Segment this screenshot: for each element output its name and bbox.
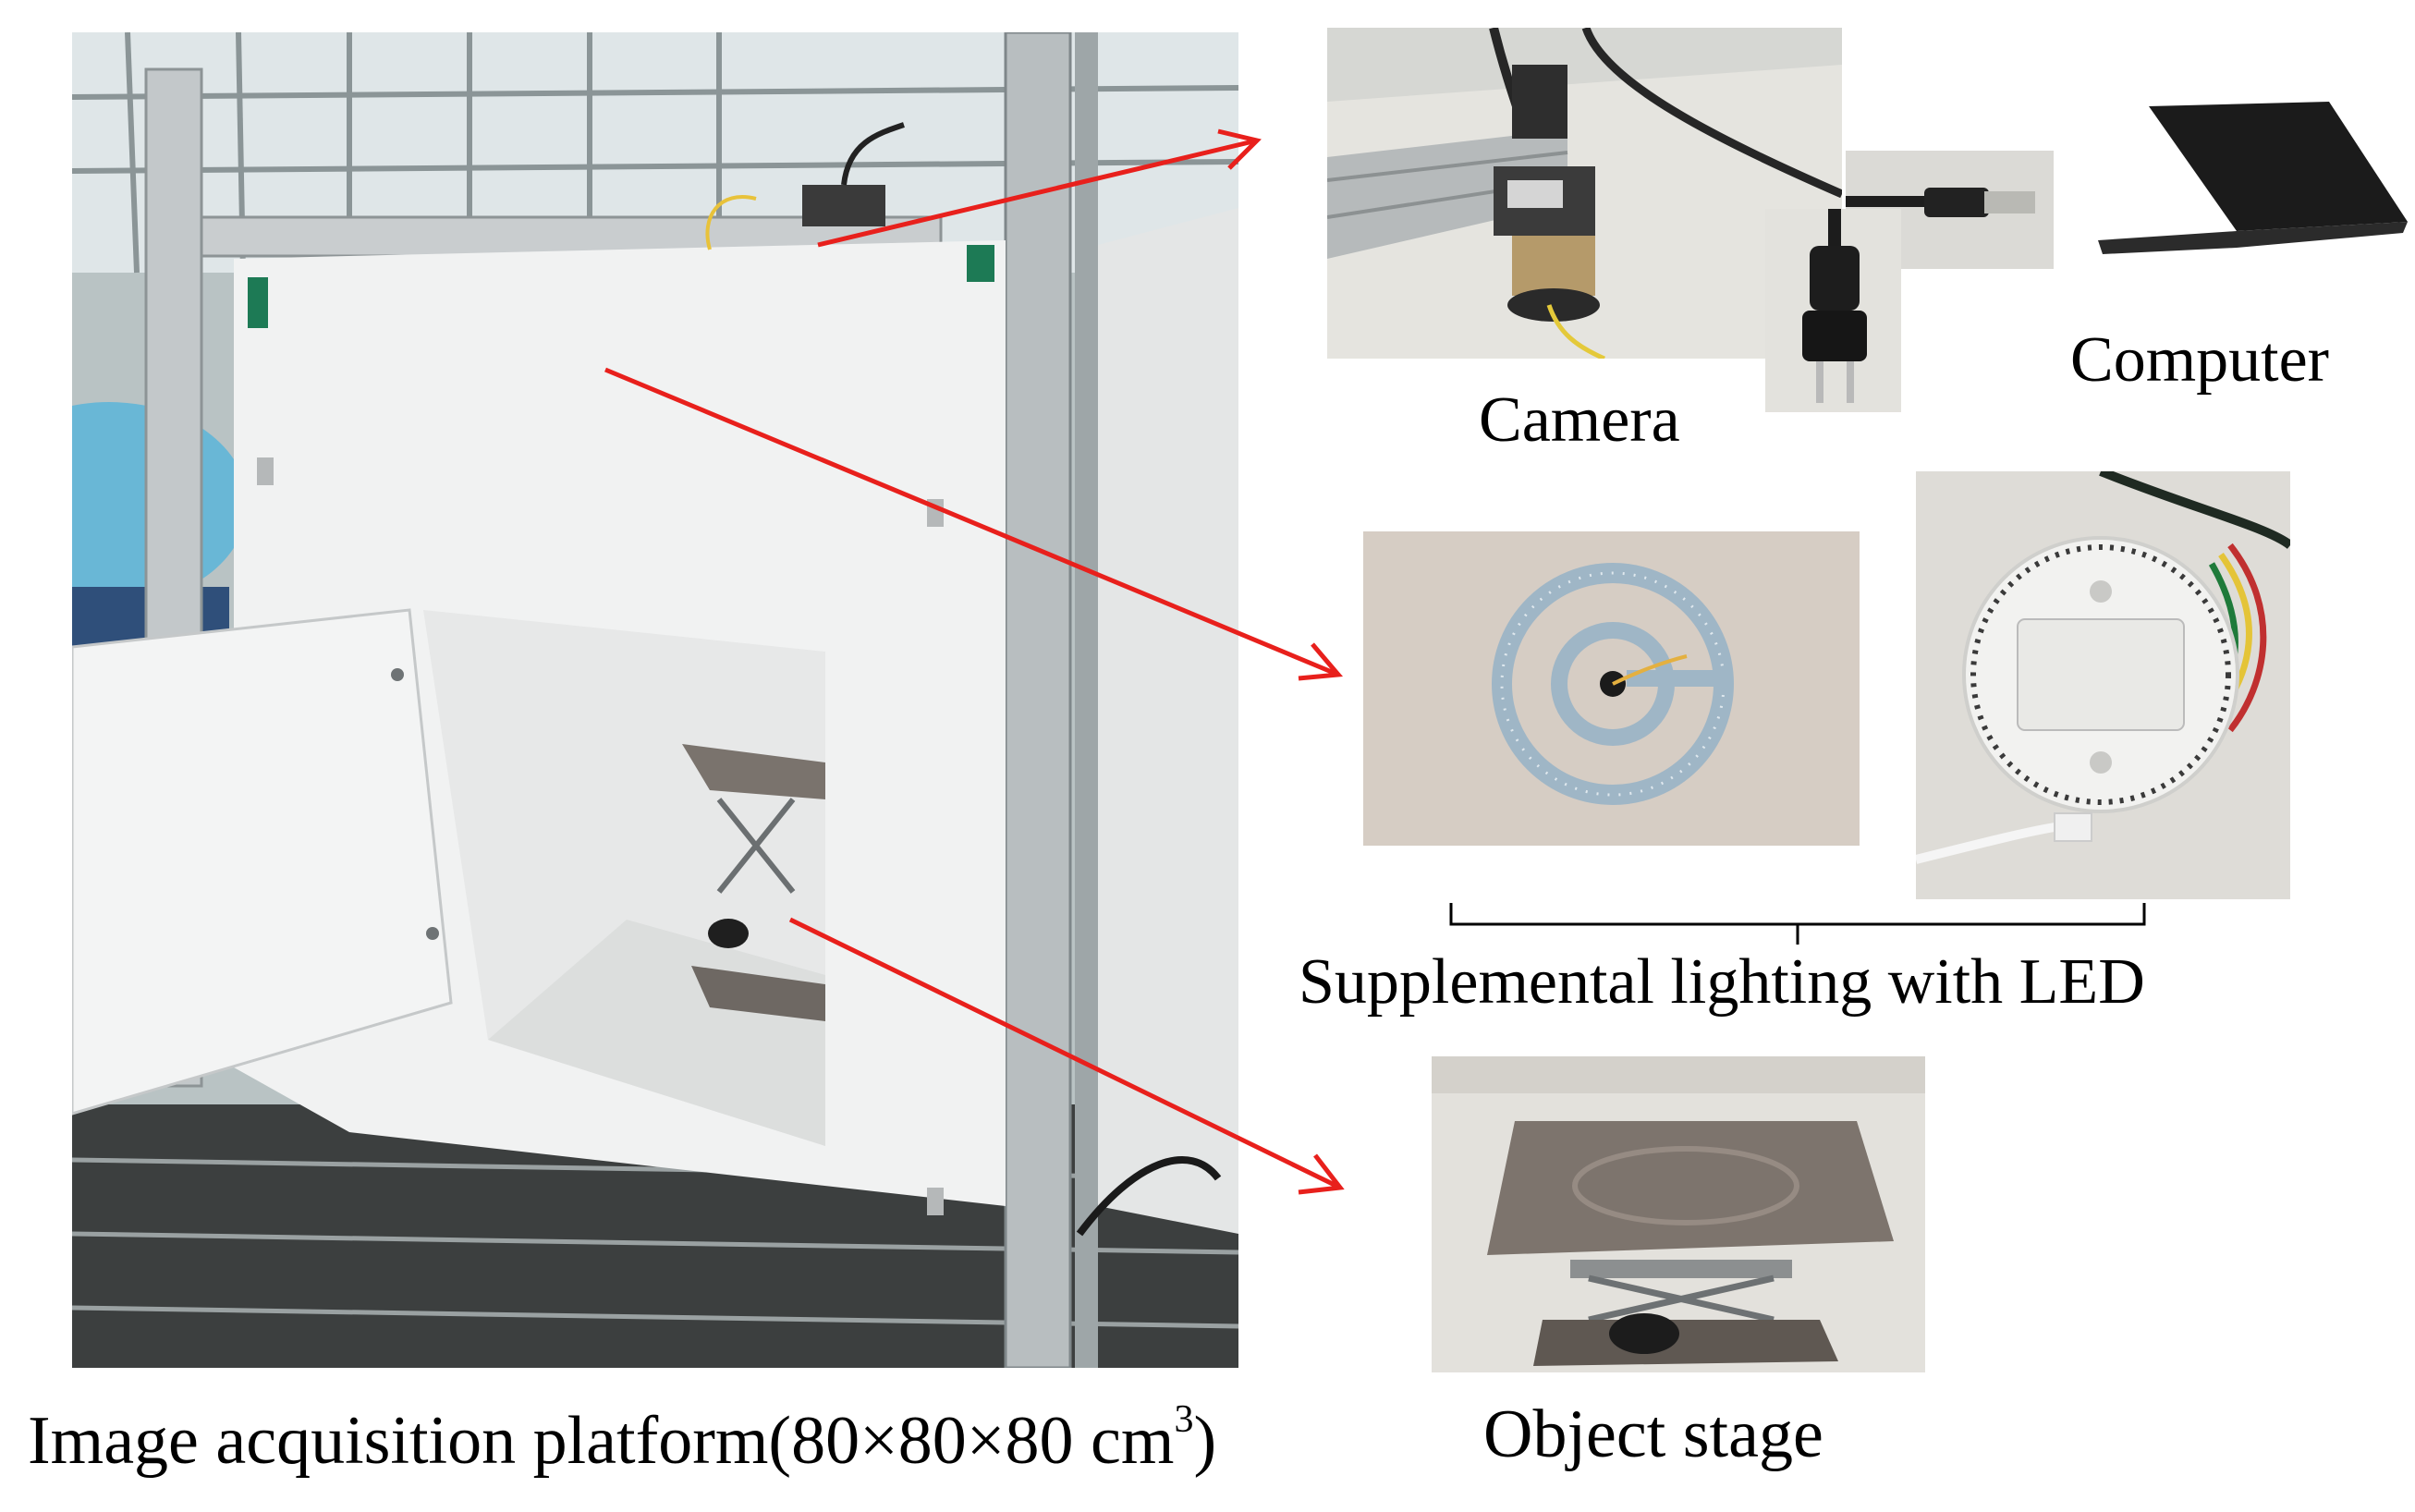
platform-caption-text: Image acquisition platform(80×80×80 cm xyxy=(28,1403,1175,1479)
object-stage-photo xyxy=(1432,1056,1925,1372)
platform-caption-close: ) xyxy=(1193,1403,1217,1479)
power-plug-photo xyxy=(1765,209,1901,412)
laptop-image xyxy=(2098,102,2412,287)
platform-caption-superscript: 3 xyxy=(1174,1398,1194,1441)
led-bracket xyxy=(1449,903,2146,945)
computer-caption: Computer xyxy=(2070,324,2329,396)
platform-caption: Image acquisition platform(80×80×80 cm3) xyxy=(28,1400,1216,1475)
object-stage-caption: Object stage xyxy=(1483,1396,1823,1472)
camera-photo xyxy=(1327,28,1842,359)
led-ring-photo xyxy=(1363,531,1860,846)
supplemental-lighting-caption: Supplemental lighting with LED xyxy=(1299,946,2145,1018)
camera-caption: Camera xyxy=(1479,384,1680,456)
led-driver-photo xyxy=(1916,471,2290,899)
platform-photo xyxy=(72,32,1238,1368)
